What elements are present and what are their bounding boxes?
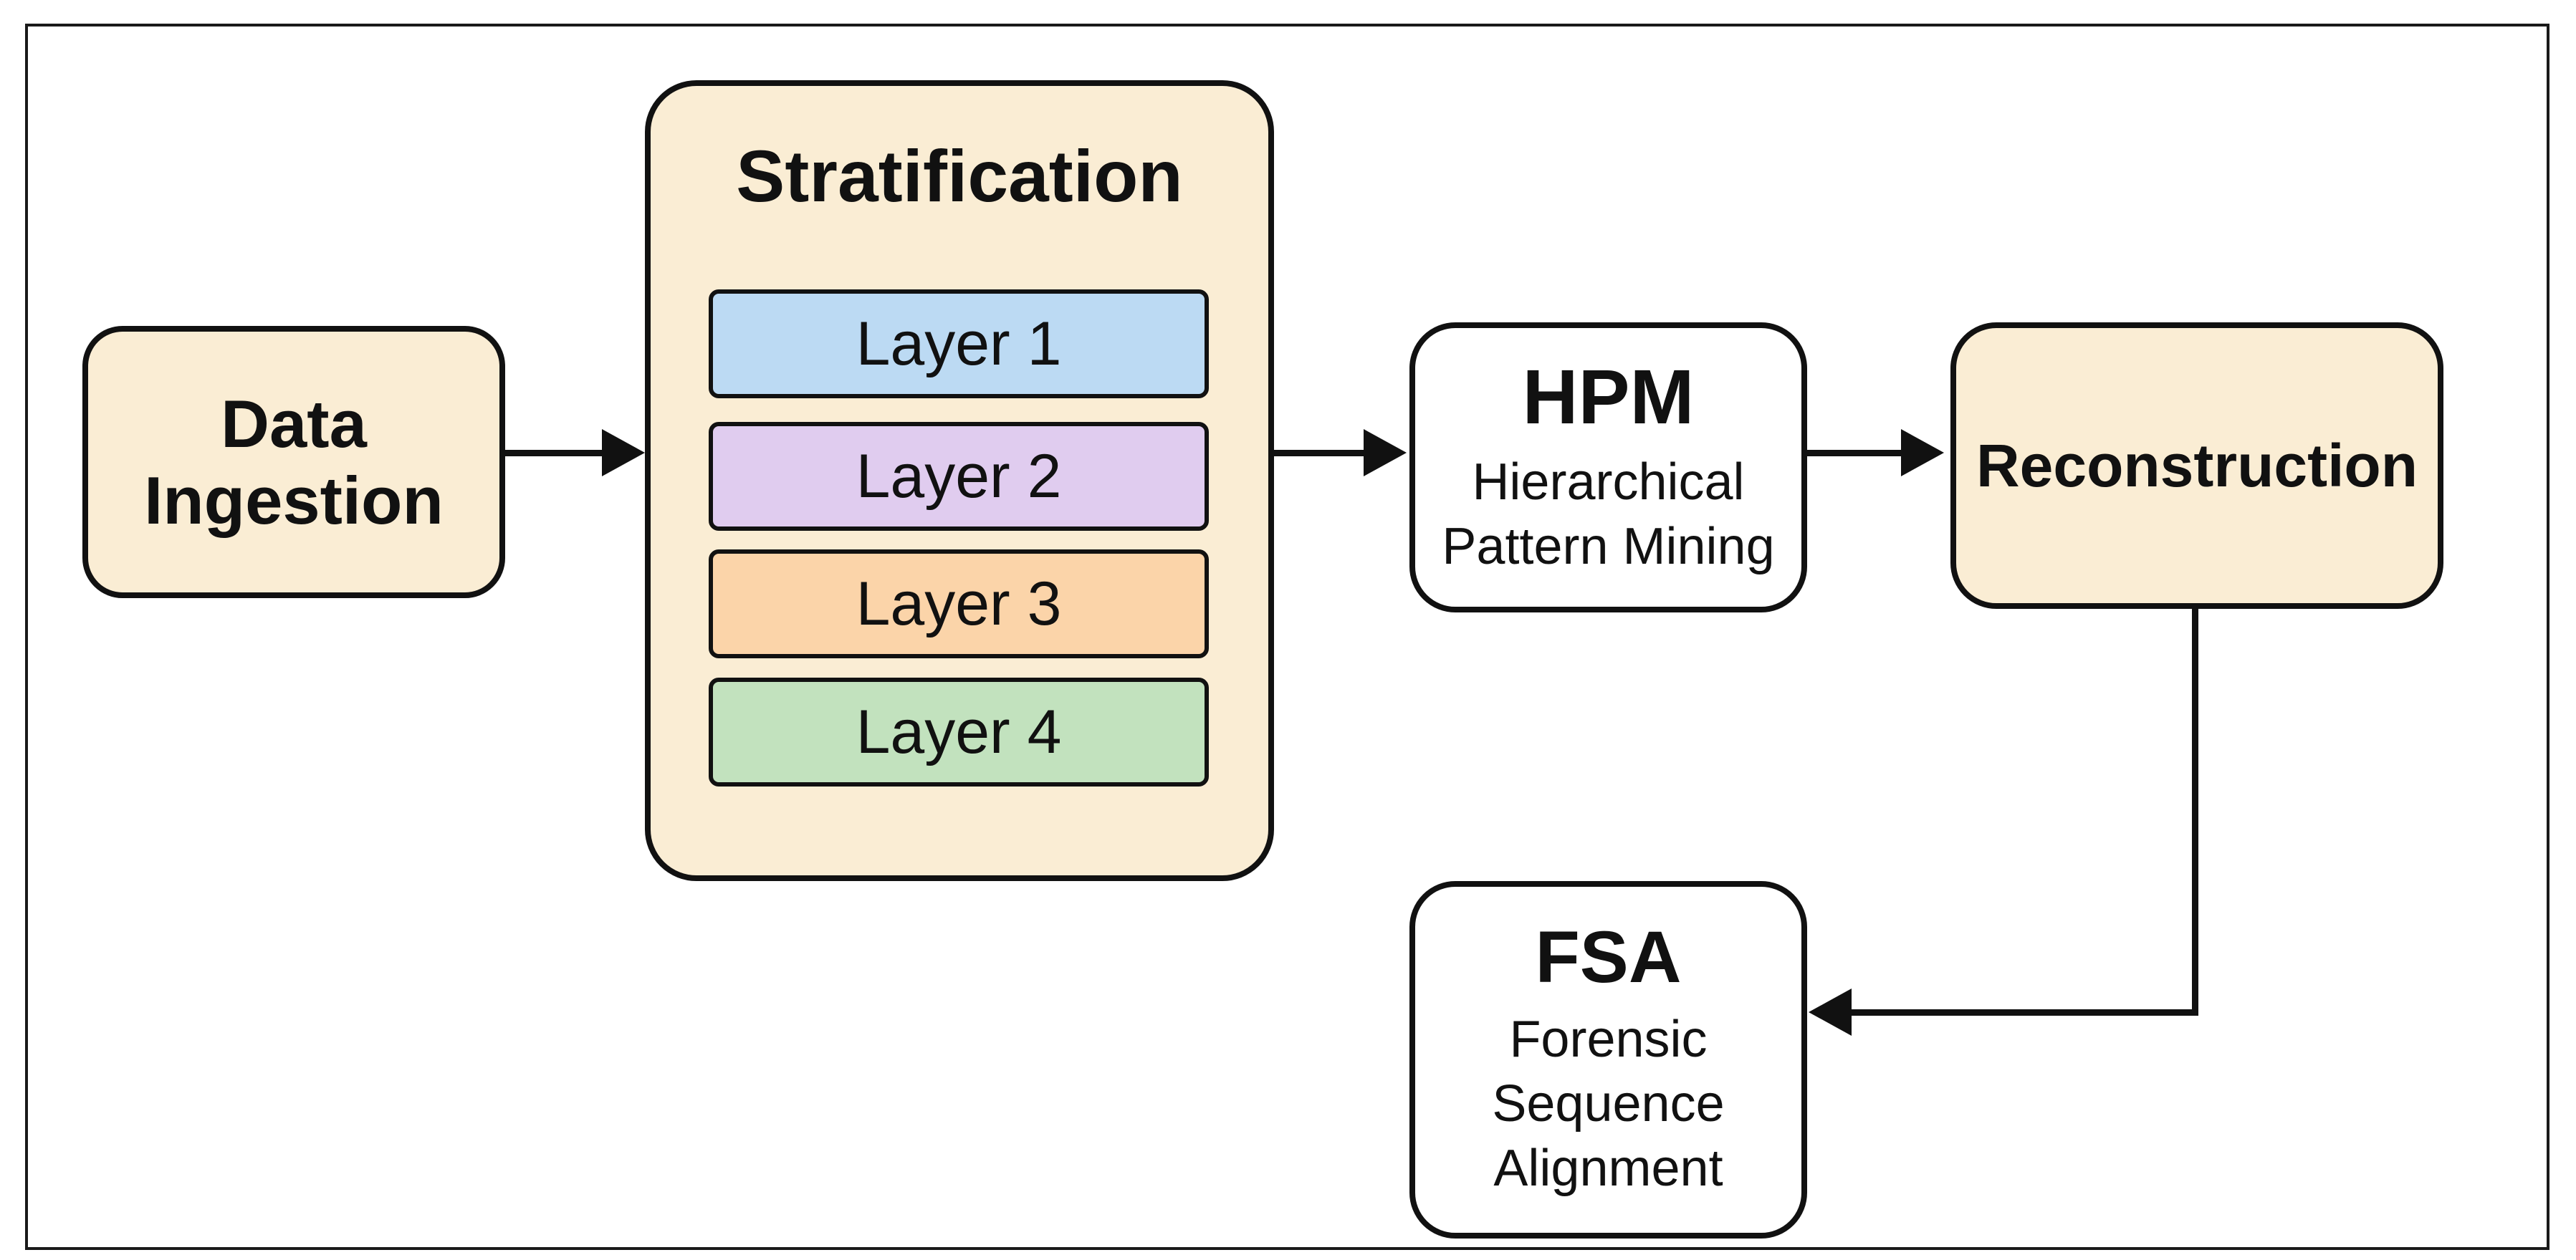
connector-line-vertical <box>2192 607 2198 1016</box>
fsa-subtitle-line3: Alignment <box>1493 1140 1723 1198</box>
layer-4-label: Layer 4 <box>856 697 1062 766</box>
reconstruction-node: Reconstruction <box>1950 322 2443 609</box>
arrowhead-right-icon <box>1364 429 1407 476</box>
hpm-node: HPM Hierarchical Pattern Mining <box>1409 322 1807 612</box>
arrowhead-left-icon <box>1809 989 1852 1036</box>
layer-2-bar: Layer 2 <box>709 422 1209 531</box>
layer-1-bar: Layer 1 <box>709 289 1209 398</box>
data-ingestion-label: Data Ingestion <box>144 385 444 539</box>
hpm-subtitle-line2: Pattern Mining <box>1442 518 1775 576</box>
reconstruction-label: Reconstruction <box>1976 431 2418 499</box>
fsa-node: FSA Forensic Sequence Alignment <box>1409 881 1807 1239</box>
data-ingestion-label-line1: Data <box>221 385 367 461</box>
figure-frame <box>25 24 2549 1250</box>
hpm-subtitle-line1: Hierarchical <box>1472 453 1745 511</box>
fsa-subtitle: Forensic Sequence Alignment <box>1492 1007 1724 1201</box>
fsa-abbr: FSA <box>1535 915 1682 998</box>
layer-4-bar: Layer 4 <box>709 678 1209 787</box>
connector-line <box>505 450 605 456</box>
fsa-subtitle-line1: Forensic <box>1509 1011 1708 1069</box>
arrowhead-right-icon <box>1901 429 1944 476</box>
fsa-subtitle-line2: Sequence <box>1492 1075 1725 1133</box>
connector-line <box>1807 450 1905 456</box>
layer-3-label: Layer 3 <box>856 569 1062 638</box>
layer-2-label: Layer 2 <box>856 441 1062 511</box>
layer-1-label: Layer 1 <box>856 309 1062 378</box>
arrowhead-right-icon <box>602 429 645 476</box>
layer-3-bar: Layer 3 <box>709 549 1209 658</box>
data-ingestion-label-line2: Ingestion <box>144 463 444 538</box>
stratification-node: Stratification Layer 1 Layer 2 Layer 3 L… <box>645 80 1274 881</box>
connector-line <box>1274 450 1369 456</box>
data-ingestion-node: Data Ingestion <box>82 326 505 598</box>
stratification-title: Stratification <box>736 135 1183 217</box>
connector-line-horizontal <box>1852 1009 2198 1016</box>
hpm-abbr: HPM <box>1522 352 1695 440</box>
hpm-subtitle: Hierarchical Pattern Mining <box>1442 450 1774 579</box>
